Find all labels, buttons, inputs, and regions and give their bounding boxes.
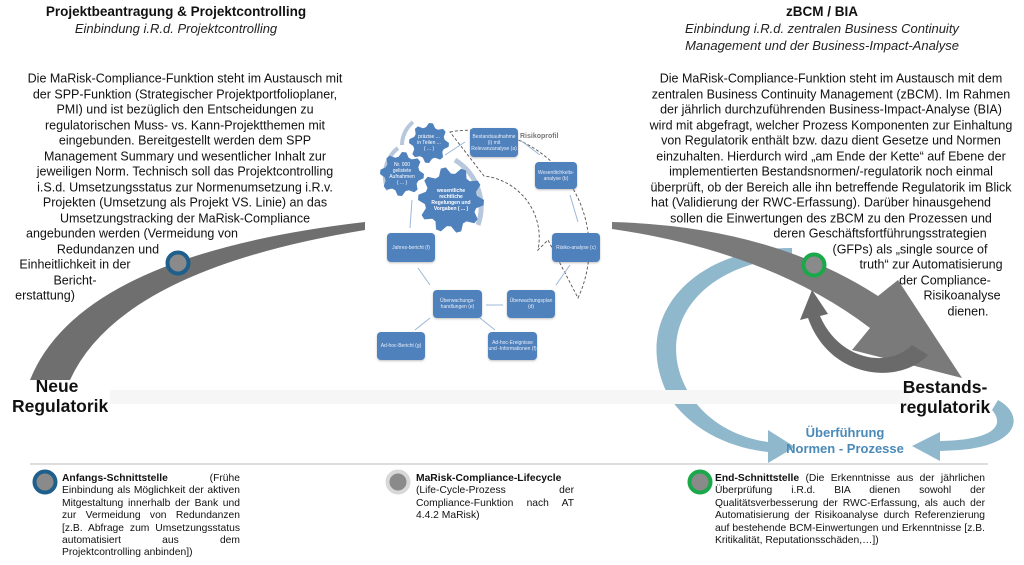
legend-start-interface: Anfangs-Schnittstelle (Frühe Einbindung … <box>62 473 240 560</box>
legend-start-text: (Frühe Einbindung als Möglichkeit der ak… <box>62 473 240 559</box>
gear-top-icon <box>409 123 449 163</box>
box-inventory: Bestandsaufnahme (i) mit Relevanzanalyse… <box>470 128 518 157</box>
lifecycle-arc-right <box>612 222 962 378</box>
left-title: Projektbeantragung & Projektcontrolling <box>45 4 307 19</box>
right-body-line: implementierten Bestandsnormen/-regulato… <box>669 164 993 179</box>
legend-lifecycle-marker <box>385 469 411 495</box>
right-body-line: der Compliance- <box>899 273 991 287</box>
right-subtitle-line-1: Einbindung i.R.d. zentralen Business Con… <box>685 21 959 36</box>
left-body-line: i.S.d. Umsetzungsstatus zur Normenumsetz… <box>37 180 333 194</box>
left-body-line: Umsetzungstracking der MaRisk-Compliance <box>59 211 311 225</box>
right-body-line: truth“ zur Automatisierung <box>859 257 1003 272</box>
left-body-line: erstattung) <box>15 288 75 303</box>
left-body-line: Bericht- <box>53 273 97 287</box>
left-body-line: Einheitlichkeit in der <box>19 257 131 272</box>
gear-arc-arrow-top <box>400 120 415 146</box>
flow-arrow-right-loop <box>912 400 1014 461</box>
right-subtitle-line-2: Management und der Business-Impact-Analy… <box>685 38 959 53</box>
right-body-line: Die MaRisk-Compliance-Funktion steht im … <box>659 71 1003 86</box>
existing-regulation-label-line-1: Bestands- <box>902 377 988 397</box>
gear-label-top: präzise ... in Teilen ... ( ... ) <box>417 134 441 152</box>
left-body-line: der SPP-Funktion (Strategischer Projektp… <box>32 87 338 101</box>
risk-profile-label: Risikoprofil <box>520 133 559 140</box>
gear-label-middle: Nr. 000 gelistete Aufnahmen ( ... ) <box>389 162 415 186</box>
flow-arrow-left-loop <box>656 248 795 463</box>
legend-end-title: End-Schnittstelle <box>715 473 800 484</box>
left-body-line: jeweiligen Norm. Technisch soll das Proj… <box>36 164 334 179</box>
left-body-line: Redundanzen und <box>56 242 160 256</box>
legend-lifecycle-title: MaRisk-Compliance-Lifecycle <box>416 473 562 484</box>
left-body-line: regulatorischen Muss- vs. Kann-Projektth… <box>45 118 325 132</box>
left-subtitle: Einbindung i.R.d. Projektcontrolling <box>74 21 278 36</box>
box-adhoc-report: Ad-hoc-Bericht (g) <box>377 332 425 360</box>
start-interface-marker <box>165 250 191 276</box>
right-body-line: dienen. <box>947 304 989 318</box>
legend-lifecycle-text: (Life-Cycle-Prozess der Compliance-Funkt… <box>416 485 574 522</box>
right-body-line: (GFPs) als „single source of <box>832 242 988 256</box>
box-adhoc-events: Ad-hoc-Ereignisse und -Informationen (f) <box>488 332 537 360</box>
return-arrow <box>800 290 928 373</box>
right-body-line: zentralen Business Continuity Management… <box>651 87 1011 101</box>
transfer-label-line-1: Überführung <box>805 425 885 440</box>
gear-label-main: wesentliche rechtliche Regelungen und Vo… <box>431 188 471 212</box>
box-risk-analysis: Risiko-analyse (c) <box>552 233 600 262</box>
lifecycle-arc-left <box>30 222 365 380</box>
left-body-line: Projekten (Umsetzung als Projekt VS. Lin… <box>42 195 328 210</box>
right-body-line: der jährlich durchzuführenden Business-I… <box>660 102 1002 117</box>
transfer-norms-processes-label: Überführung Normen - Prozesse <box>785 425 905 457</box>
right-body-line: von Regulatorik enthält bzw. dazu dient … <box>661 133 1001 148</box>
right-body-line: deren Geschäftsfortführungsstrategien <box>773 226 987 241</box>
legend-end-interface: End-Schnittstelle (Die Erkenntnisse aus … <box>715 473 985 547</box>
right-body-line: überprüft, ob der Bereich alle ihn betre… <box>650 180 1012 194</box>
gear-middle-icon <box>380 152 424 196</box>
legend-start-marker <box>32 469 58 495</box>
existing-regulation-label: Bestands- regulatorik <box>895 377 995 417</box>
right-title: zBCM / BIA <box>786 4 858 19</box>
box-monitoring-actions: Überwachungs-handlungen (e) <box>433 290 482 318</box>
legend-start-title: Anfangs-Schnittstelle <box>62 473 168 484</box>
right-body-line: sollen die Einwertungen des zBCM zu den … <box>670 211 992 225</box>
box-annual-report: Jahres-bericht (f) <box>387 233 435 262</box>
box-materiality-analysis: Wesentlichkeits-analyse (b) <box>535 162 577 189</box>
left-body-line: Die MaRisk-Compliance-Funktion steht im … <box>27 71 343 86</box>
legend-end-marker <box>687 469 713 495</box>
left-body-line: Management Summary und wesentlicher Inha… <box>43 149 327 163</box>
new-regulation-label-line-1: Neue <box>35 376 79 396</box>
risk-profile-sector <box>449 129 590 300</box>
right-body-line: wird mit abgefragt, welcher Prozess Komp… <box>649 118 1013 132</box>
gear-main-icon <box>418 167 484 233</box>
right-body-line: einzuhalten. Hierdurch wird „am Ende der… <box>656 149 1006 163</box>
right-body-line: hat (Validierung der RWC-Erfassung). Dar… <box>651 195 991 210</box>
end-interface-marker <box>801 252 827 278</box>
legend-lifecycle: MaRisk-Compliance-Lifecycle(Life-Cycle-P… <box>416 473 574 523</box>
new-regulation-label-line-2: Regulatorik <box>12 396 109 416</box>
left-body-line: angebunden werden (Vermeidung von <box>26 226 238 241</box>
right-body-line: Risikoanalyse <box>923 288 1001 303</box>
box-monitoring-plan: Überwachungsplan (d) <box>507 290 555 318</box>
left-body-line: PMI) und ist bezüglich den Entscheidunge… <box>56 102 314 117</box>
legend-end-text: (Die Erkenntnisse aus der jährlichen Übe… <box>715 473 985 547</box>
existing-regulation-label-line-2: regulatorik <box>899 397 991 417</box>
transfer-label-line-2: Normen - Prozesse <box>786 441 904 456</box>
cycle-connectors <box>409 139 579 331</box>
new-regulation-label: Neue Regulatorik <box>12 376 109 416</box>
background-band <box>110 390 910 404</box>
left-body-line: eingebunden. Bereitgestellt werden dem S… <box>58 133 312 148</box>
